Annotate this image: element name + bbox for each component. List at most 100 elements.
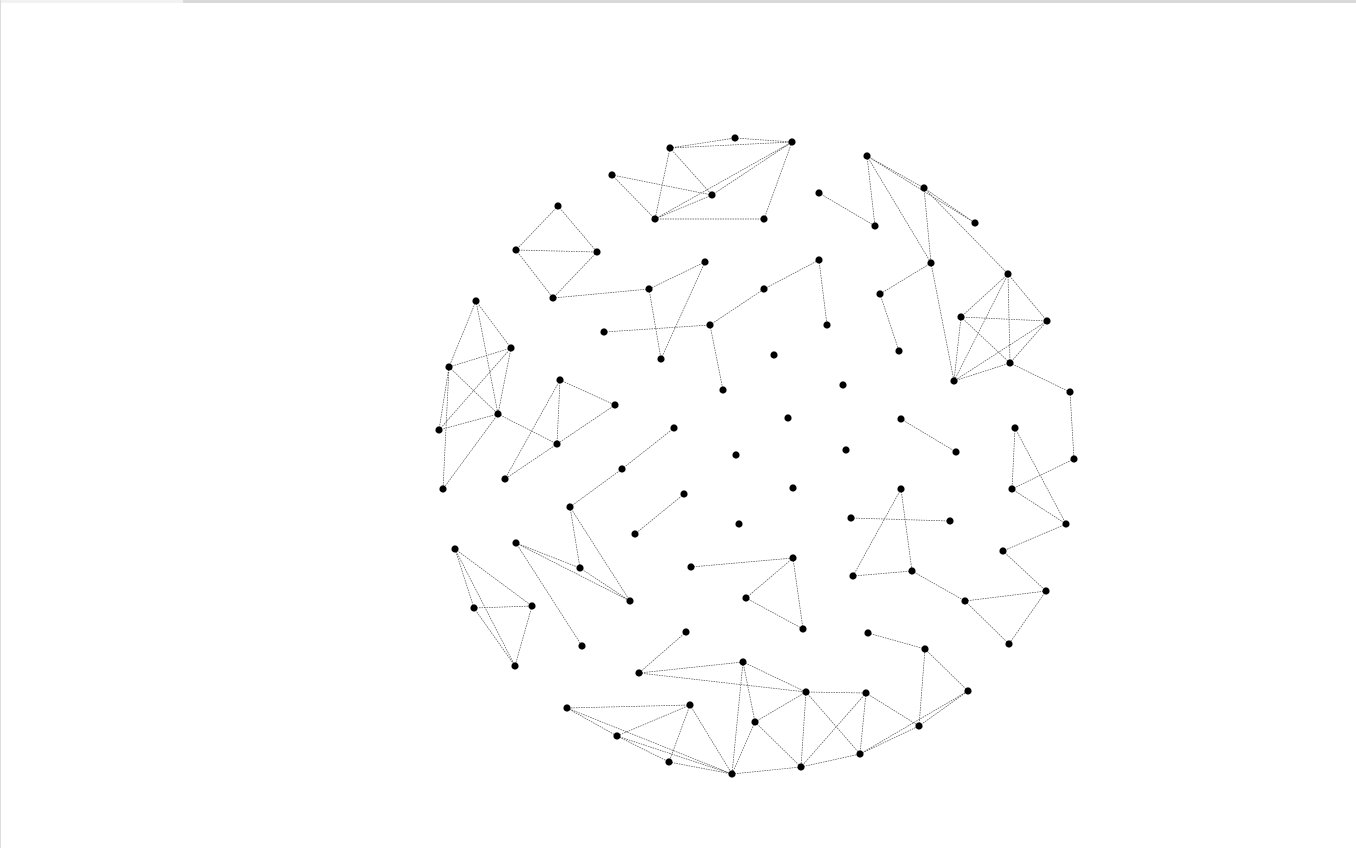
graph-node[interactable] [802, 688, 810, 696]
graph-node[interactable] [862, 689, 870, 697]
graph-node[interactable] [680, 490, 688, 498]
graph-node[interactable] [895, 347, 903, 355]
graph-node[interactable] [856, 750, 864, 758]
graph-node[interactable] [566, 503, 574, 511]
graph-node[interactable] [823, 321, 831, 329]
graph-node[interactable] [961, 597, 969, 605]
graph-node[interactable] [915, 722, 923, 730]
graph-node[interactable] [784, 414, 792, 422]
graph-node[interactable] [927, 259, 935, 267]
graph-node[interactable] [897, 415, 905, 423]
graph-node[interactable] [1008, 485, 1016, 493]
graph-node[interactable] [635, 669, 643, 677]
graph-node[interactable] [971, 219, 979, 227]
graph-node[interactable] [1066, 388, 1074, 396]
graph-node[interactable] [512, 246, 520, 254]
graph-node[interactable] [706, 321, 714, 329]
graph-node[interactable] [728, 770, 736, 778]
graph-node[interactable] [732, 451, 740, 459]
graph-node[interactable] [451, 545, 459, 553]
graph-node[interactable] [1006, 359, 1014, 367]
graph-node[interactable] [687, 563, 695, 571]
graph-node[interactable] [957, 313, 965, 321]
graph-node[interactable] [871, 222, 879, 230]
graph-node[interactable] [964, 687, 972, 695]
graph-node[interactable] [613, 732, 621, 740]
graph-node[interactable] [751, 718, 759, 726]
graph-node[interactable] [600, 328, 608, 336]
graph-node[interactable] [731, 134, 739, 142]
graph-node[interactable] [1043, 317, 1051, 325]
graph-node[interactable] [563, 704, 571, 712]
graph-node[interactable] [439, 485, 447, 493]
graph-node[interactable] [839, 381, 847, 389]
graph-node[interactable] [645, 285, 653, 293]
graph-node[interactable] [849, 572, 857, 580]
graph-node[interactable] [952, 448, 960, 456]
graph-node[interactable] [553, 440, 561, 448]
graph-node[interactable] [739, 658, 747, 666]
graph-node[interactable] [512, 539, 520, 547]
graph-node[interactable] [578, 642, 586, 650]
graph-node[interactable] [708, 191, 716, 199]
graph-node[interactable] [651, 215, 659, 223]
graph-node[interactable] [719, 386, 727, 394]
graph-node[interactable] [701, 258, 709, 266]
graph-node[interactable] [435, 426, 443, 434]
graph-node[interactable] [608, 171, 616, 179]
graph-node[interactable] [593, 248, 601, 256]
graph-node[interactable] [626, 597, 634, 605]
graph-node[interactable] [1011, 424, 1019, 432]
graph-node[interactable] [494, 410, 502, 418]
graph-node[interactable] [789, 484, 797, 492]
graph-node[interactable] [876, 290, 884, 298]
graph-node[interactable] [507, 344, 515, 352]
graph-node[interactable] [445, 363, 453, 371]
graph-node[interactable] [554, 202, 562, 210]
graph-node[interactable] [549, 294, 557, 302]
graph-node[interactable] [815, 189, 823, 197]
graph-node[interactable] [528, 602, 536, 610]
graph-node[interactable] [470, 604, 478, 612]
graph-node[interactable] [556, 376, 564, 384]
graph-node[interactable] [1005, 640, 1013, 648]
graph-node[interactable] [770, 351, 778, 359]
graph-node[interactable] [511, 662, 519, 670]
graph-node[interactable] [682, 628, 690, 636]
graph-node[interactable] [1042, 587, 1050, 595]
graph-node[interactable] [735, 520, 743, 528]
graph-node[interactable] [1004, 270, 1012, 278]
graph-node[interactable] [863, 152, 871, 160]
graph-node[interactable] [788, 138, 796, 146]
graph-node[interactable] [921, 645, 929, 653]
graph-node[interactable] [686, 701, 694, 709]
graph-node[interactable] [611, 401, 619, 409]
graph-node[interactable] [631, 530, 639, 538]
graph-node[interactable] [576, 564, 584, 572]
graph-node[interactable] [760, 215, 768, 223]
graph-node[interactable] [618, 465, 626, 473]
graph-node[interactable] [847, 514, 855, 522]
graph-node[interactable] [666, 144, 674, 152]
graph-node[interactable] [920, 184, 928, 192]
graph-node[interactable] [897, 485, 905, 493]
graph-node[interactable] [760, 285, 768, 293]
graph-node[interactable] [501, 475, 509, 483]
graph-node[interactable] [665, 758, 673, 766]
graph-node[interactable] [657, 355, 665, 363]
graph-node[interactable] [864, 629, 872, 637]
graph-node[interactable] [950, 377, 958, 385]
graph-node[interactable] [999, 547, 1007, 555]
graph-node[interactable] [472, 297, 480, 305]
graph-node[interactable] [946, 517, 954, 525]
graph-node[interactable] [1070, 455, 1078, 463]
graph-node[interactable] [842, 446, 850, 454]
graph-node[interactable] [1062, 520, 1070, 528]
graph-node[interactable] [797, 763, 805, 771]
graph-node[interactable] [742, 594, 750, 602]
graph-node[interactable] [799, 625, 807, 633]
graph-node[interactable] [789, 554, 797, 562]
graph-node[interactable] [908, 567, 916, 575]
graph-node[interactable] [815, 256, 823, 264]
